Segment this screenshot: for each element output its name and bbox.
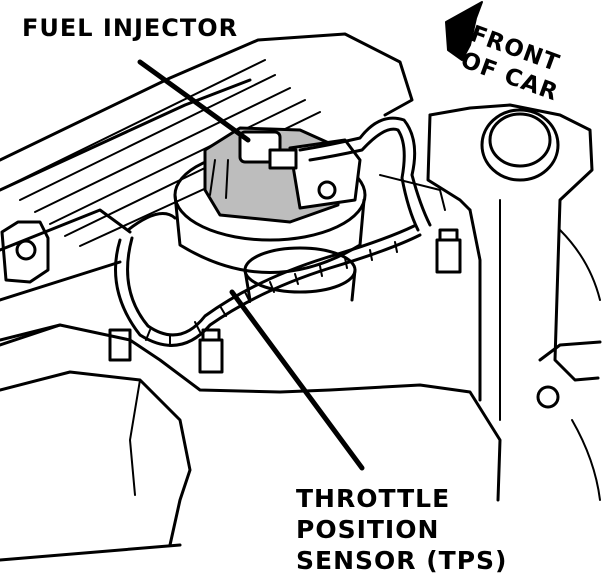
- leader-lines: [137, 59, 365, 471]
- tps-label-line1: THROTTLE: [296, 484, 451, 513]
- tps-label: THROTTLE POSITION SENSOR (TPS): [296, 483, 507, 576]
- intake-manifold: [0, 32, 414, 342]
- coolant-reservoir: [426, 103, 602, 421]
- fuel-injector-part: [203, 126, 362, 224]
- lower-plenum: [0, 323, 502, 562]
- mount-studs: [108, 228, 462, 374]
- tps-label-line2: POSITION: [296, 515, 440, 544]
- fender-curve: [559, 229, 601, 501]
- fuel-injector-leader: [137, 59, 251, 143]
- fuel-injector-label: FUEL INJECTOR: [22, 14, 239, 42]
- mount-bracket: [0, 220, 50, 284]
- front-arrow-icon: [445, 1, 483, 61]
- wiring-harness: [114, 116, 446, 347]
- tps-label-line3: SENSOR (TPS): [296, 546, 508, 575]
- tps-leader: [229, 289, 365, 471]
